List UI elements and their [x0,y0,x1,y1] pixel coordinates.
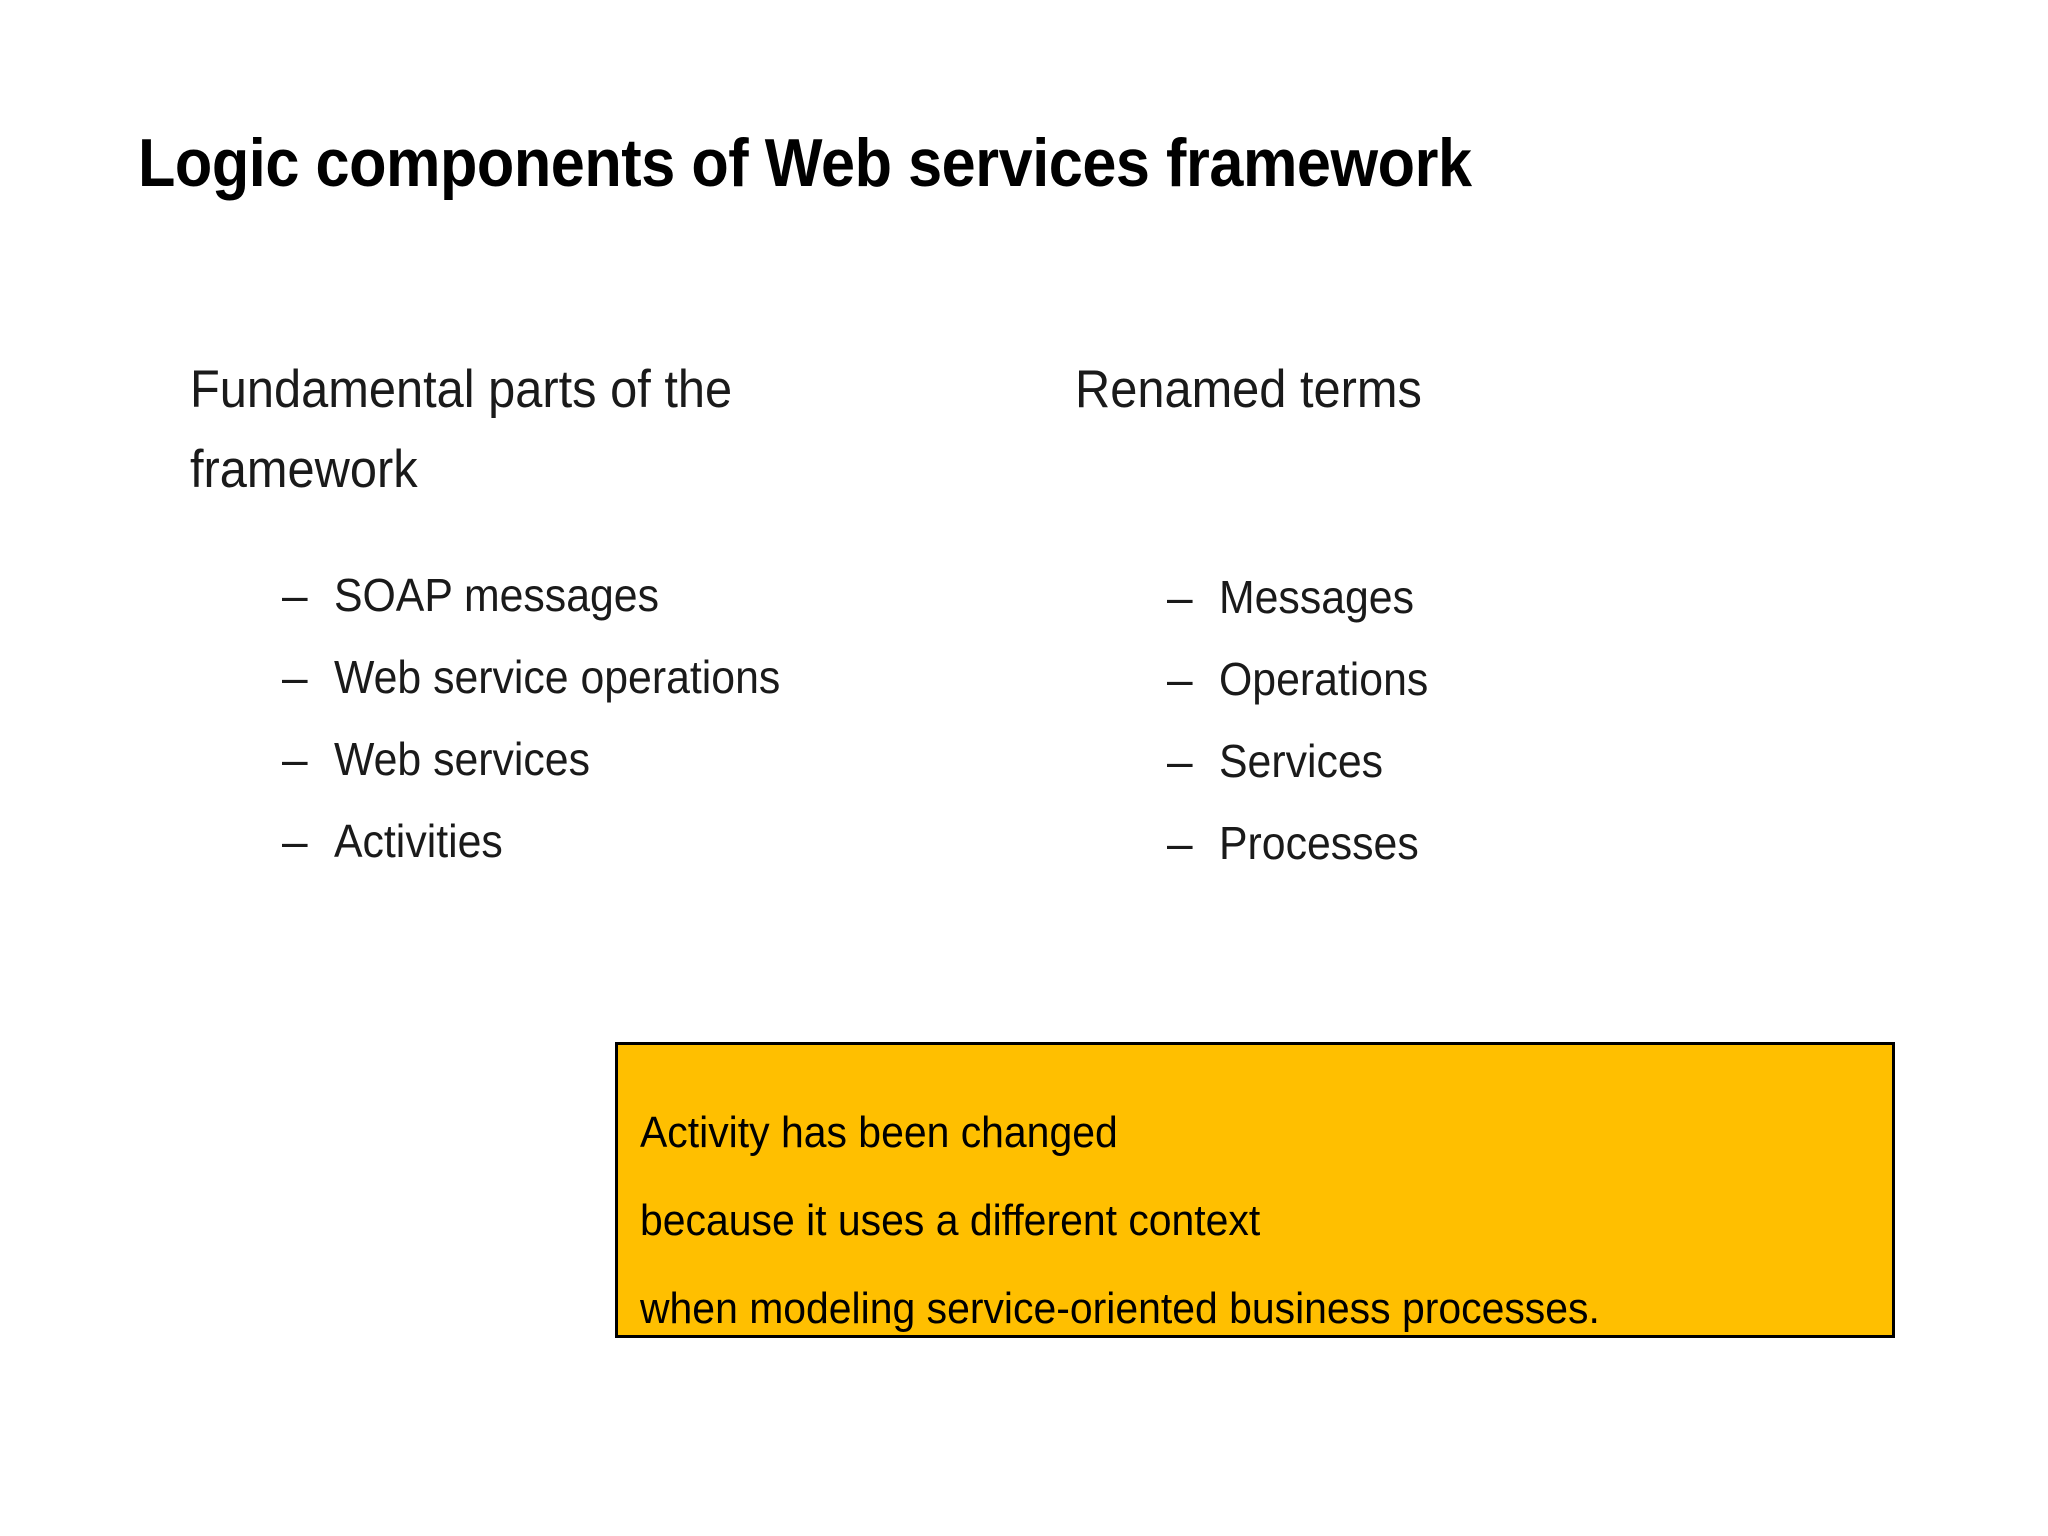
list-item: – Services [1075,720,1855,802]
list-item: – Web service operations [190,636,1000,718]
column-fundamental-parts: Fundamental parts of the framework – SOA… [190,350,1000,882]
list-item: – Activities [190,800,1000,882]
list-item-label: SOAP messages [334,569,659,621]
callout-line: because it uses a different context [640,1196,1261,1245]
list-item: – Messages [1075,556,1855,638]
dash-bullet-icon: – [282,733,308,785]
list-item: – Processes [1075,802,1855,884]
column-heading-left: Fundamental parts of the framework [190,360,733,499]
dash-bullet-icon: – [1167,653,1193,705]
column-heading-right: Renamed terms [1075,360,1422,419]
list-item-label: Operations [1219,653,1429,705]
dash-bullet-icon: – [282,651,308,703]
page-title: Logic components of Web services framewo… [138,124,1472,201]
callout-line: when modeling service-oriented business … [640,1284,1600,1333]
bullet-list-right: – Messages – Operations – Services – Pro… [1075,556,1855,884]
dash-bullet-icon: – [1167,735,1193,787]
list-item: – SOAP messages [190,554,1000,636]
list-item: – Web services [190,718,1000,800]
list-item-label: Activities [334,815,503,867]
dash-bullet-icon: – [282,815,308,867]
list-item: – Operations [1075,638,1855,720]
list-item-label: Messages [1219,571,1414,623]
comparison-columns: Fundamental parts of the framework – SOA… [0,350,2048,910]
list-item-label: Web service operations [334,651,781,703]
dash-bullet-icon: – [282,569,308,621]
list-item-label: Services [1219,735,1384,787]
dash-bullet-icon: – [1167,817,1193,869]
dash-bullet-icon: – [1167,571,1193,623]
list-item-label: Processes [1219,817,1419,869]
bullet-list-left: – SOAP messages – Web service operations… [190,554,1000,882]
list-item-label: Web services [334,733,590,785]
column-renamed-terms: Renamed terms – Messages – Operations – … [1075,350,1855,884]
callout-line: Activity has been changed [640,1108,1118,1157]
callout-box: Activity has been changed because it use… [615,1042,1895,1338]
